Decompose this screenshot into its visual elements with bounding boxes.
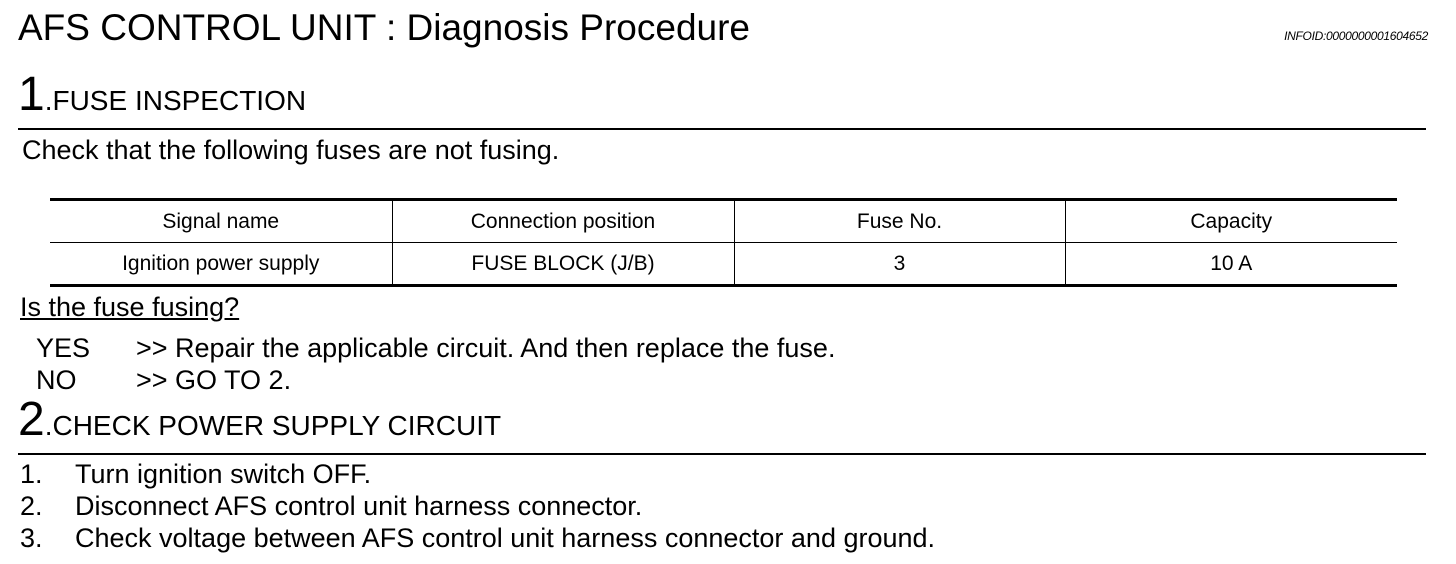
- list-index: 3.: [20, 523, 43, 553]
- answer-yes: YES >> Repair the applicable circuit. And…: [36, 332, 835, 364]
- fuse-table: Signal name Connection position Fuse No.…: [50, 198, 1397, 287]
- step-2-header: 2.CHECK POWER SUPPLY CIRCUIT: [18, 393, 501, 447]
- answer-text: >> Repair the applicable circuit. And th…: [136, 333, 836, 363]
- list-item: 2. Disconnect AFS control unit harness co…: [20, 490, 642, 522]
- step-dot: .: [44, 410, 53, 441]
- answer-text: >> GO TO 2.: [136, 365, 292, 395]
- list-item: 1. Turn ignition switch OFF.: [20, 458, 371, 490]
- column-header-capacity: Capacity: [1064, 199, 1397, 243]
- answer-no: NO >> GO TO 2.: [36, 364, 291, 396]
- step-1-header: 1.FUSE INSPECTION: [18, 68, 306, 122]
- info-id: INFOID:0000000001604652: [1284, 29, 1428, 43]
- answer-key: YES: [36, 333, 91, 363]
- column-header-signal-name: Signal name: [50, 199, 393, 243]
- step-title: CHECK POWER SUPPLY CIRCUIT: [52, 410, 502, 441]
- step-dot: .: [44, 85, 53, 116]
- answer-key: NO: [36, 365, 77, 395]
- cell-fuse-no: 3: [733, 242, 1066, 286]
- column-header-connection-position: Connection position: [391, 199, 735, 243]
- page-title: AFS CONTROL UNIT : Diagnosis Procedure: [18, 7, 750, 48]
- list-index: 1.: [20, 459, 43, 489]
- cell-signal-name: Ignition power supply: [50, 242, 393, 286]
- step-title: FUSE INSPECTION: [52, 85, 307, 116]
- step-number: 1: [18, 68, 45, 121]
- list-text: Disconnect AFS control unit harness conn…: [75, 491, 643, 521]
- table-row: Ignition power supply FUSE BLOCK (J/B) 3…: [50, 242, 1397, 286]
- cell-capacity: 10 A: [1064, 242, 1397, 286]
- table-header-row: Signal name Connection position Fuse No.…: [50, 199, 1397, 243]
- step-1-question: Is the fuse fusing?: [20, 292, 240, 322]
- step-2-rule: [18, 453, 1426, 455]
- step-1-rule: [18, 128, 1426, 130]
- list-text: Check voltage between AFS control unit h…: [75, 523, 936, 553]
- list-index: 2.: [20, 491, 43, 521]
- column-header-fuse-no: Fuse No.: [733, 199, 1066, 243]
- step-1-instruction: Check that the following fuses are not f…: [22, 135, 560, 165]
- cell-connection-position: FUSE BLOCK (J/B): [391, 242, 735, 286]
- step-number: 2: [18, 393, 45, 446]
- list-item: 3. Check voltage between AFS control unit…: [20, 522, 935, 554]
- list-text: Turn ignition switch OFF.: [75, 459, 372, 489]
